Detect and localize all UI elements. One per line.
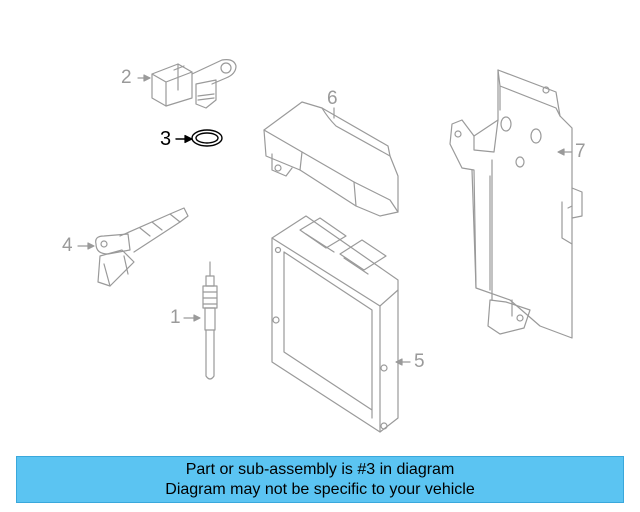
banner-line-2: Diagram may not be specific to your vehi… bbox=[165, 481, 475, 498]
glow-plug-part-1 bbox=[202, 261, 218, 380]
callout-1: 1 bbox=[170, 307, 181, 328]
leader-arrow-3 bbox=[184, 134, 193, 144]
bracket-part-7 bbox=[449, 69, 583, 339]
leader-arrow-1 bbox=[193, 314, 201, 322]
leader-arrow-4 bbox=[87, 242, 95, 250]
callout-7: 7 bbox=[575, 141, 586, 162]
callout-4: 4 bbox=[62, 235, 73, 256]
ecu-cover-part-6 bbox=[263, 101, 399, 217]
crank-sensor-part-4 bbox=[95, 207, 189, 287]
callout-6: 6 bbox=[327, 88, 338, 109]
ecu-part-5 bbox=[271, 215, 399, 433]
parts-diagram bbox=[77, 59, 583, 433]
callout-2: 2 bbox=[121, 67, 132, 88]
o-ring-part-3 bbox=[191, 129, 223, 147]
camshaft-sensor-part-2 bbox=[151, 59, 237, 109]
leader-arrow-7 bbox=[557, 148, 565, 156]
banner-line-1: Part or sub-assembly is #3 in diagram bbox=[185, 461, 455, 478]
callout-5: 5 bbox=[414, 351, 425, 372]
leader-arrow-5 bbox=[395, 358, 403, 366]
leader-arrow-2 bbox=[143, 74, 151, 82]
callout-3: 3 bbox=[160, 128, 172, 150]
info-banner: Part or sub-assembly is #3 in diagram Di… bbox=[16, 456, 624, 503]
